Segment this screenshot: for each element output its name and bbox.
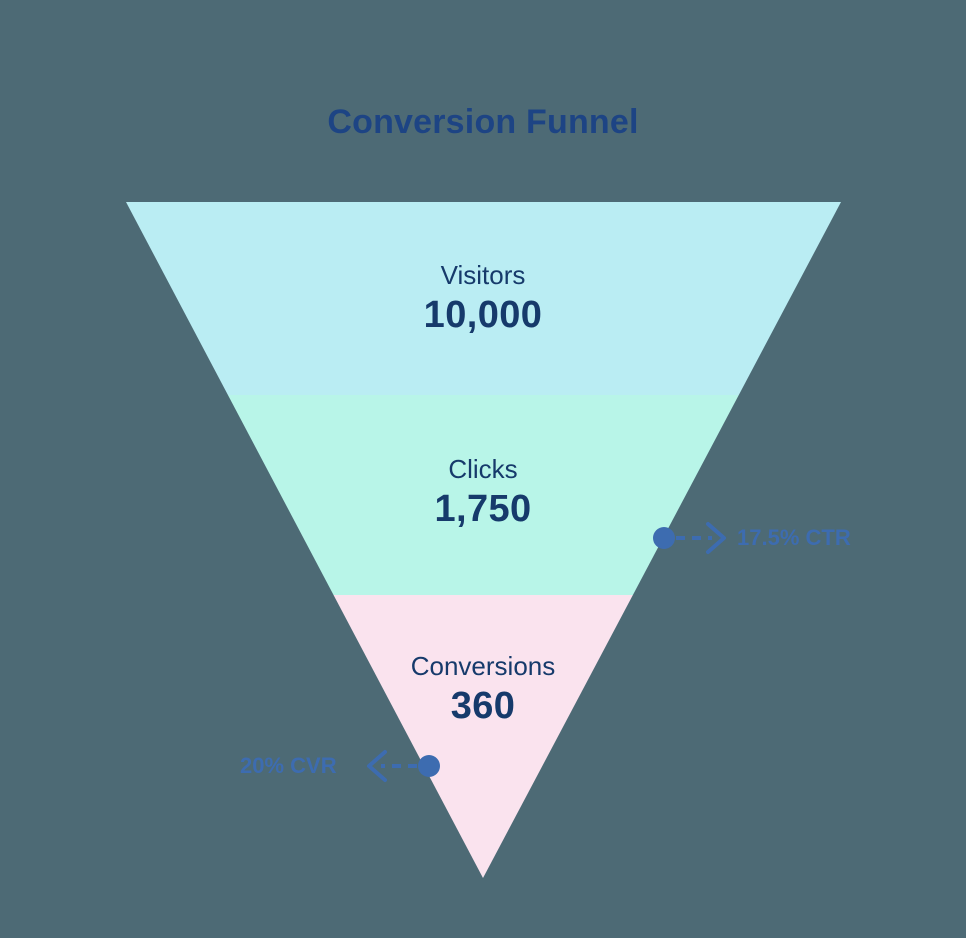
chart-title: Conversion Funnel [327, 103, 639, 141]
annotation-ctr-connector [653, 522, 726, 554]
annotation-ctr-dot [653, 527, 675, 549]
annotation-cvr-connector [367, 750, 440, 782]
annotation-cvr-dot [418, 755, 440, 777]
annotation-cvr-arrow-icon [367, 750, 387, 782]
annotation-ctr-arrow-icon [706, 522, 726, 554]
funnel-band-visitors[interactable] [0, 202, 966, 395]
